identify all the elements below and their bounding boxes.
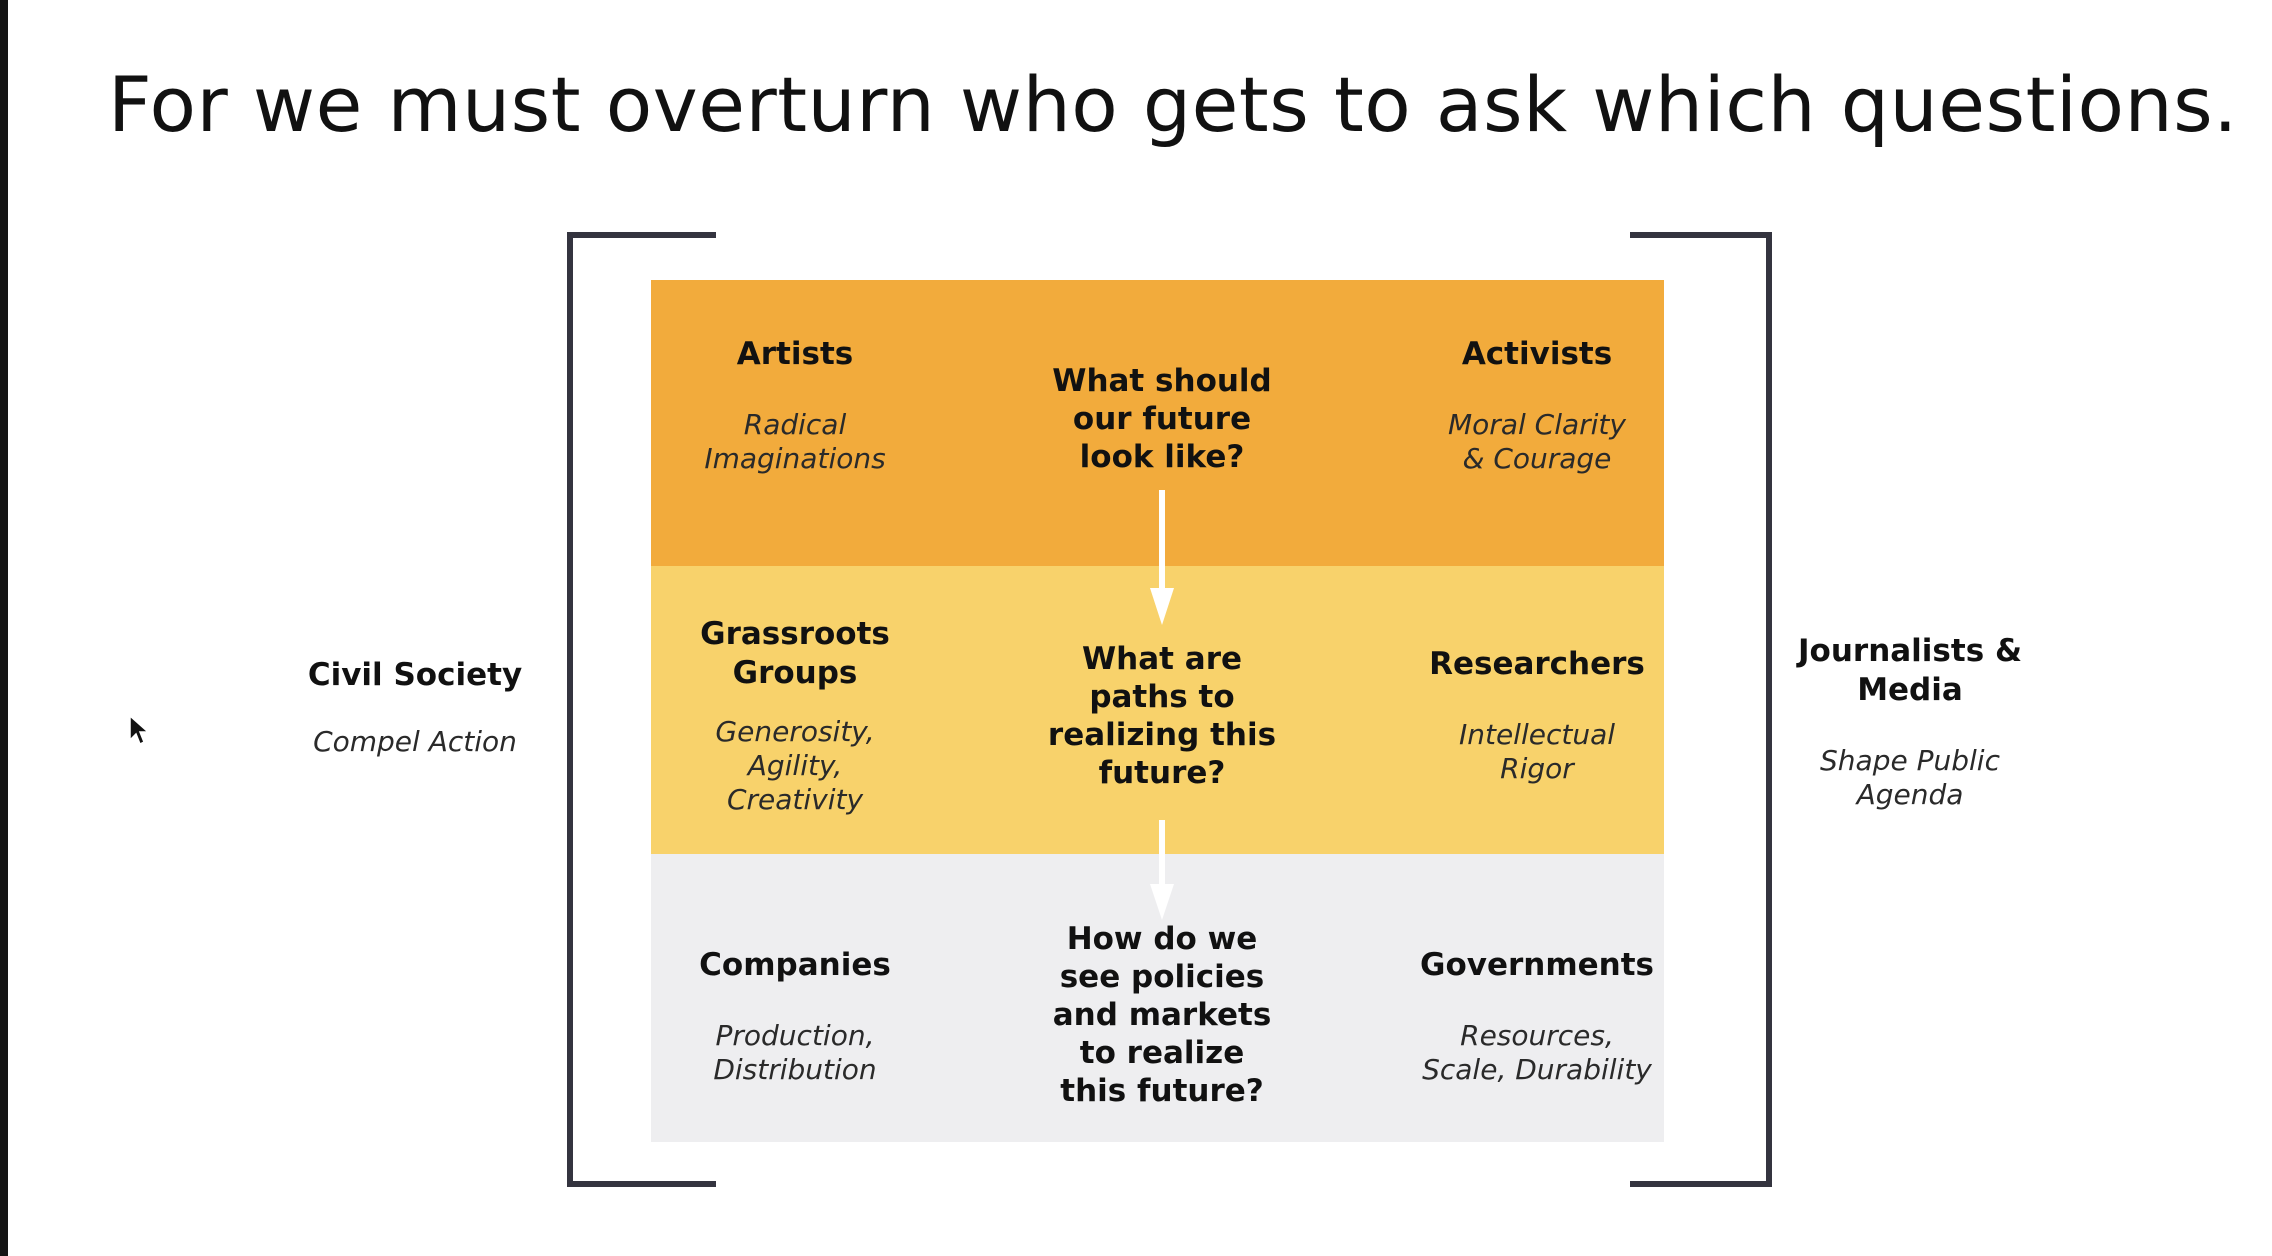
role-label: Companies [699, 947, 891, 983]
left-bracket-top-arm [567, 232, 716, 238]
trait-label: Production, Distribution [713, 1019, 877, 1086]
trait-label: Generosity, Agility, Creativity [715, 715, 875, 816]
trait-label: Intellectual Rigor [1458, 718, 1616, 785]
slide-title: For we must overturn who gets to ask whi… [108, 60, 2238, 149]
role-label: Artists [736, 336, 854, 372]
role-label: Researchers [1429, 646, 1645, 682]
mouse-cursor-icon [129, 714, 150, 746]
question-future: What should our future look like? [1052, 363, 1272, 475]
left-bracket-vertical [567, 232, 573, 1187]
trait-label: Radical Imaginations [704, 408, 886, 475]
band-middle [651, 566, 1664, 854]
cell-artists: Artists Radical Imaginations [645, 335, 945, 476]
right-bracket-vertical [1766, 232, 1772, 1187]
cell-activists: Activists Moral Clarity & Courage [1387, 335, 1687, 476]
arrow-down-icon [1150, 820, 1174, 920]
band-top [651, 280, 1664, 566]
right-bracket-top-arm [1630, 232, 1772, 238]
role-label: Journalists & Media [1798, 633, 2022, 708]
question-policies: How do we see policies and markets to re… [1052, 921, 1272, 1109]
left-bracket-bottom-arm [567, 1181, 716, 1187]
role-label: Grassroots Groups [700, 616, 890, 691]
role-label: Civil Society [307, 657, 523, 693]
trait-label: Resources, Scale, Durability [1422, 1019, 1652, 1086]
question-paths: What are paths to realizing this future? [1047, 641, 1277, 791]
role-label: Activists [1461, 336, 1613, 372]
trait-label: Moral Clarity & Courage [1448, 408, 1626, 475]
window-left-edge [0, 0, 8, 1256]
arrow-down-icon [1150, 490, 1174, 625]
outside-civil-society: Civil Society Compel Action [270, 656, 560, 759]
right-bracket-bottom-arm [1630, 1181, 1772, 1187]
cell-governments: Governments Resources, Scale, Durability [1387, 946, 1687, 1087]
role-label: Governments [1420, 947, 1654, 983]
outside-journalists-media: Journalists & Media Shape Public Agenda [1770, 632, 2050, 812]
cell-grassroots: Grassroots Groups Generosity, Agility, C… [645, 615, 945, 817]
trait-label: Compel Action [313, 725, 517, 758]
cell-companies: Companies Production, Distribution [645, 946, 945, 1087]
cell-researchers: Researchers Intellectual Rigor [1387, 645, 1687, 786]
trait-label: Shape Public Agenda [1820, 744, 2000, 811]
